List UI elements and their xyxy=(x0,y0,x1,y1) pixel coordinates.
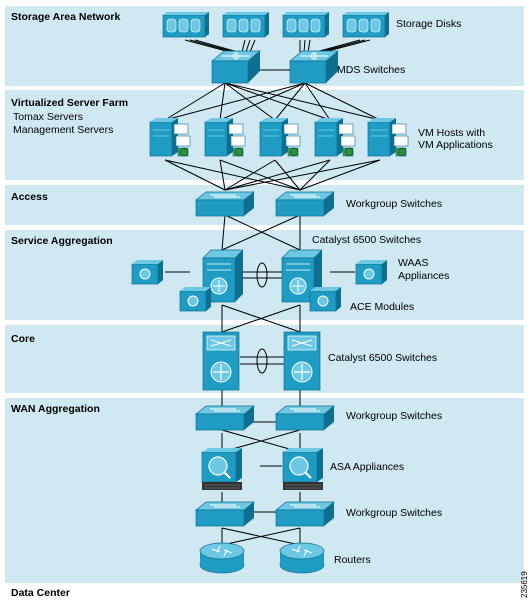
asa-appliances-label: ASA Appliances xyxy=(330,461,404,473)
storage-disk-icon xyxy=(282,11,330,38)
etherchannel-icon xyxy=(256,348,268,374)
section-title-server-farm: Virtualized Server Farm xyxy=(11,97,128,109)
storage-disk-icon xyxy=(162,11,210,38)
core-switch-icon xyxy=(283,331,321,391)
etherchannel-icon xyxy=(256,262,268,288)
section-band xyxy=(5,398,524,583)
footer-title: Data Center xyxy=(11,587,70,599)
mds-switch-icon xyxy=(289,50,339,84)
workgroup-switch-icon xyxy=(195,501,255,527)
router-icon xyxy=(199,542,245,574)
section-title-access: Access xyxy=(11,191,48,203)
tomax-servers-label: Tomax Servers xyxy=(13,111,83,123)
storage-disks-label: Storage Disks xyxy=(396,18,461,30)
section-title-service-aggregation: Service Aggregation xyxy=(11,235,113,247)
waas-label-line1: WAAS xyxy=(398,257,429,269)
section-title-wan-aggregation: WAN Aggregation xyxy=(11,403,100,415)
waas-label-line2: Appliances xyxy=(398,270,449,282)
vm-hosts-label-line1: VM Hosts with xyxy=(418,127,485,139)
waas-appliance-icon xyxy=(355,259,388,285)
routers-label: Routers xyxy=(334,554,371,566)
connection-lines xyxy=(164,39,381,546)
storage-disk-icon xyxy=(222,11,270,38)
section-title-san: Storage Area Network xyxy=(11,11,120,23)
ace-modules-label: ACE Modules xyxy=(350,301,414,313)
workgroup-switch-icon xyxy=(275,501,335,527)
storage-disk-icon xyxy=(342,11,390,38)
section-band xyxy=(5,325,524,393)
section-title-core: Core xyxy=(11,333,35,345)
asa-appliance-icon xyxy=(201,447,243,491)
section-band xyxy=(5,185,524,225)
asa-appliance-icon xyxy=(282,447,324,491)
server-appliance-icon xyxy=(131,259,164,285)
section-band xyxy=(5,230,524,320)
ace-module-icon xyxy=(179,286,212,312)
vm-hosts-label-line2: VM Applications xyxy=(418,139,493,151)
catalyst-core-label: Catalyst 6500 Switches xyxy=(328,352,437,364)
mds-switches-label: MDS Switches xyxy=(337,64,405,76)
management-servers-label: Management Servers xyxy=(13,124,113,136)
core-switch-icon xyxy=(202,331,240,391)
workgroup-switch-icon xyxy=(275,191,335,217)
workgroup-switch-icon xyxy=(195,405,255,431)
ace-module-icon xyxy=(309,286,342,312)
figure-id: 235619 xyxy=(520,571,529,598)
mds-switch-icon xyxy=(211,50,261,84)
router-icon xyxy=(279,542,325,574)
wan-switches-bottom-label: Workgroup Switches xyxy=(346,507,442,519)
workgroup-switch-icon xyxy=(195,191,255,217)
catalyst-sa-label: Catalyst 6500 Switches xyxy=(312,234,421,246)
access-switches-label: Workgroup Switches xyxy=(346,198,442,210)
workgroup-switch-icon xyxy=(275,405,335,431)
wan-switches-top-label: Workgroup Switches xyxy=(346,410,442,422)
